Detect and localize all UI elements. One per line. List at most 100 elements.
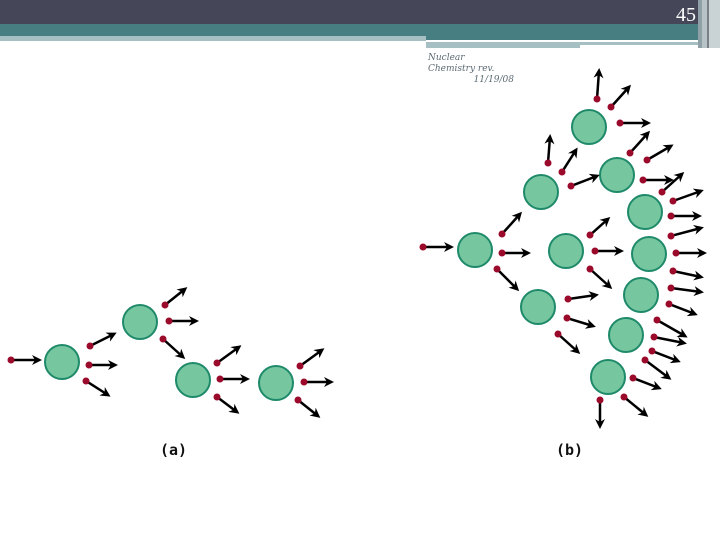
neutron-icon [672, 249, 680, 257]
neutron-arrow-icon [646, 360, 672, 380]
neutron-arrow-icon [498, 270, 520, 292]
neutron-arrow-icon [612, 84, 632, 106]
neutron-arrow-icon [654, 350, 681, 364]
neutron-icon [667, 232, 675, 240]
neutron-arrow-icon [573, 173, 600, 187]
header-dark-band [0, 0, 720, 24]
neutron-arrow-icon [648, 144, 674, 160]
nucleus-icon [258, 365, 294, 401]
neutron-arrow-icon [166, 287, 188, 305]
neutron-icon [567, 182, 575, 190]
neutron-arrow-icon [569, 317, 596, 329]
neutron-icon [669, 197, 677, 205]
neutron-icon [596, 396, 604, 404]
neutron-arrow-icon [673, 286, 704, 297]
header-edge-stripe [702, 0, 707, 48]
nucleus-icon [623, 277, 659, 313]
neutron-icon [159, 335, 167, 343]
neutron-icon [658, 188, 666, 196]
footer-note-line1: Nuclear Chemistry rev. [428, 53, 495, 74]
panel-a-label: (a) [160, 441, 188, 459]
neutron-icon [591, 247, 599, 255]
neutron-arrow-icon [503, 211, 523, 233]
panel-b-label: (b) [556, 441, 584, 459]
neutron-icon [650, 333, 658, 341]
slide-number: 45 [676, 4, 696, 26]
neutron-icon [294, 396, 302, 404]
footer-note: Nuclear Chemistry rev. 11/19/08 [428, 53, 514, 86]
header-white-line [426, 40, 666, 42]
neutron-icon [593, 95, 601, 103]
neutron-icon [558, 168, 566, 176]
neutron-icon [586, 231, 594, 239]
neutron-icon [296, 362, 304, 370]
nucleus-icon [457, 232, 493, 268]
neutron-arrow-icon [92, 332, 117, 346]
neutron-arrow-icon [218, 345, 242, 363]
neutron-icon [616, 119, 624, 127]
neutron-icon [213, 393, 221, 401]
neutron-icon [607, 103, 615, 111]
neutron-icon [665, 300, 673, 308]
neutron-arrow-icon [631, 130, 651, 152]
panel-a-single-chain [7, 287, 334, 418]
nucleus-icon [44, 344, 80, 380]
neutron-icon [620, 393, 628, 401]
header-teal-band [0, 24, 698, 36]
neutron-icon [161, 301, 169, 309]
neutron-arrow-icon [570, 291, 599, 301]
neutron-icon [165, 317, 173, 325]
neutron-arrow-icon [656, 336, 687, 347]
nucleus-icon [631, 236, 667, 272]
neutron-icon [626, 149, 634, 157]
header-edge-stripe [707, 0, 709, 48]
neutron-arrow-icon [299, 400, 321, 418]
neutron-icon [493, 265, 501, 273]
neutron-icon [667, 284, 675, 292]
neutron-icon [586, 265, 594, 273]
nucleus-icon [608, 317, 644, 353]
neutron-icon [629, 374, 637, 382]
neutron-arrow-icon [559, 335, 581, 355]
neutron-icon [7, 356, 15, 364]
nucleus-icon [122, 304, 158, 340]
nucleus-icon [599, 157, 635, 193]
nucleus-icon [548, 233, 584, 269]
neutron-arrow-icon [544, 134, 555, 161]
neutron-arrow-icon [658, 320, 688, 338]
neutron-arrow-icon [87, 381, 111, 397]
neutron-icon [653, 316, 661, 324]
neutron-arrow-icon [562, 147, 578, 171]
neutron-icon [498, 249, 506, 257]
header-edge-stripe [709, 0, 720, 48]
neutron-arrow-icon [591, 270, 613, 290]
neutron-arrow-icon [671, 303, 698, 317]
neutron-arrow-icon [164, 340, 186, 360]
neutron-icon [86, 342, 94, 350]
neutron-icon [641, 356, 649, 364]
nucleus-icon [571, 109, 607, 145]
nucleus-icon [523, 174, 559, 210]
nucleus-icon [627, 194, 663, 230]
neutron-arrow-icon [593, 68, 604, 97]
neutron-icon [544, 159, 552, 167]
neutron-arrow-icon [635, 377, 662, 391]
header-teal-band-right [426, 36, 698, 40]
nucleus-icon [590, 359, 626, 395]
neutron-arrow-icon [675, 270, 704, 281]
header-light-band-right-2 [580, 42, 698, 45]
neutron-icon [648, 347, 656, 355]
neutron-icon [643, 156, 651, 164]
neutron-icon [563, 314, 571, 322]
neutron-arrow-icon [673, 224, 704, 237]
neutron-arrow-icon [675, 188, 704, 202]
header-light-band-right [426, 42, 580, 48]
header-edge-stripe [698, 0, 702, 48]
neutron-icon [498, 230, 506, 238]
neutron-arrow-icon [218, 397, 240, 414]
nucleus-icon [175, 362, 211, 398]
neutron-icon [300, 378, 308, 386]
neutron-icon [667, 212, 675, 220]
nucleus-icon [520, 289, 556, 325]
